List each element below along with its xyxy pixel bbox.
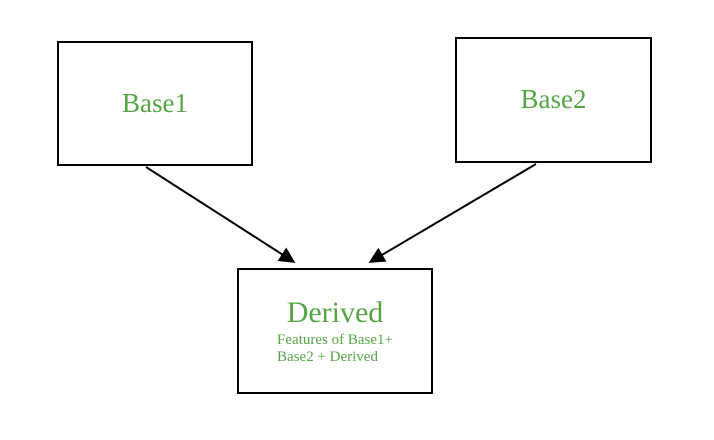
node-base2: Base2: [455, 37, 652, 163]
node-derived-label: Derived: [286, 295, 384, 329]
arrow-base2-to-derived-icon: [368, 163, 537, 263]
node-derived: Derived Features of Base1+ Base2 + Deriv…: [237, 268, 433, 394]
node-base1-label: Base1: [122, 87, 188, 118]
node-base1: Base1: [57, 41, 253, 166]
node-base2-label: Base2: [520, 84, 587, 115]
node-derived-features-line2: Base2 + Derived: [277, 349, 378, 366]
arrow-base1-to-derived-icon: [145, 166, 296, 263]
node-derived-features-line1: Features of Base1+: [277, 332, 393, 349]
node-derived-features: Features of Base1+ Base2 + Derived: [277, 332, 393, 366]
